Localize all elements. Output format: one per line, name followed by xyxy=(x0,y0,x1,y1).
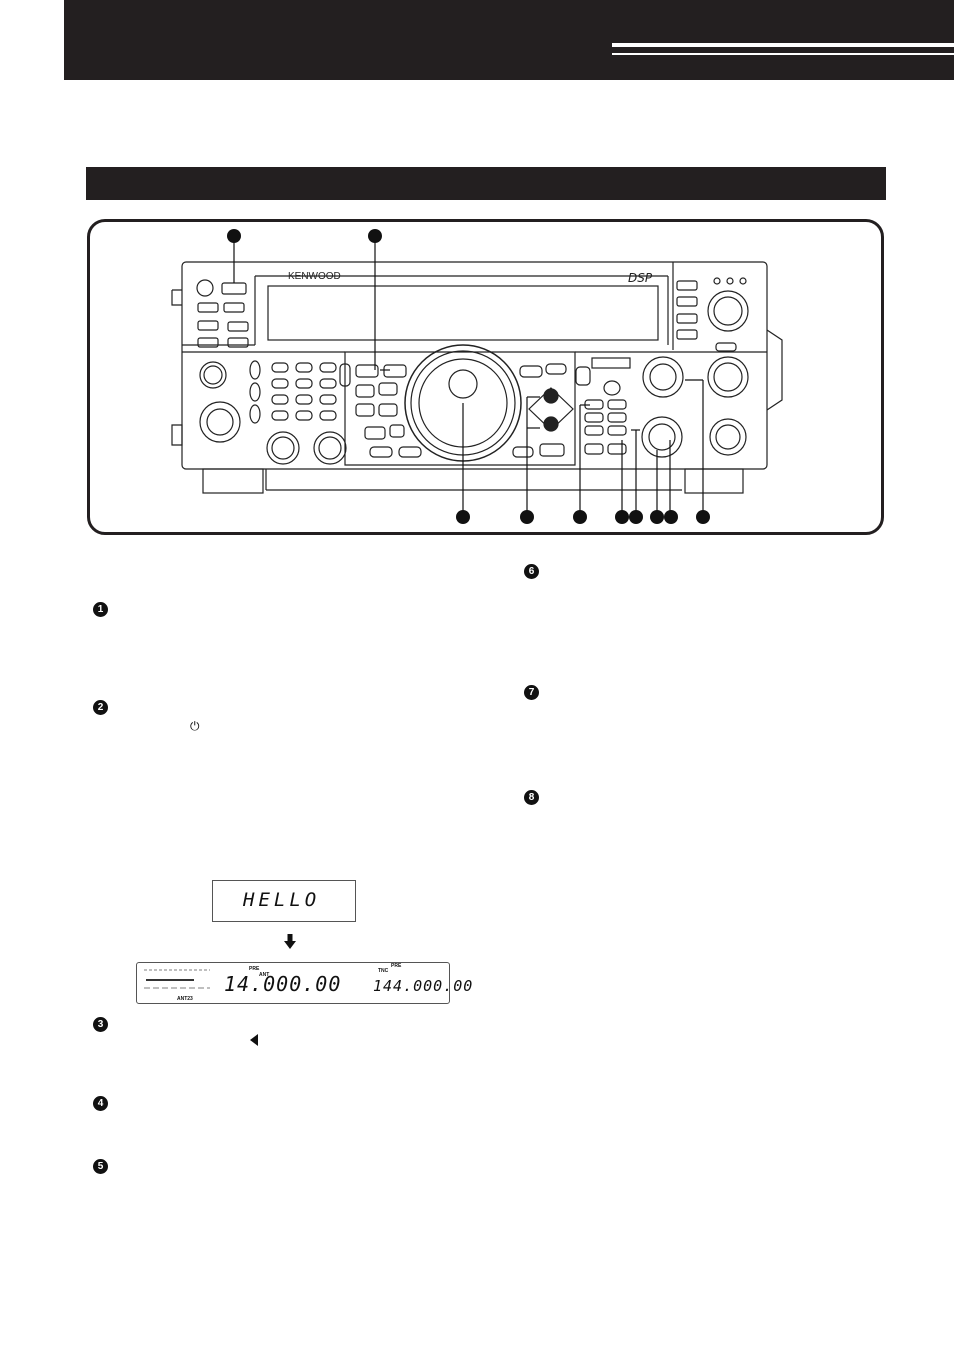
callout-6 xyxy=(615,510,629,524)
section-title-bar xyxy=(86,167,886,200)
page-header-bar xyxy=(64,0,954,80)
callout-1 xyxy=(227,229,241,243)
callout-5 xyxy=(573,510,587,524)
callout-8 xyxy=(650,510,664,524)
header-rule-thin xyxy=(612,53,954,55)
left-handle-bottom xyxy=(171,424,183,446)
lcd-hello-display: HELLO xyxy=(212,880,356,922)
mic-pwr-knob xyxy=(707,356,749,398)
bullet-5: 5 xyxy=(93,1159,108,1174)
power-icon: ⏻ xyxy=(190,719,200,733)
lcd-hello-text: HELLO xyxy=(243,889,321,911)
callout-3 xyxy=(456,510,470,524)
bullet-7: 7 xyxy=(524,685,539,700)
callout-10 xyxy=(696,510,710,524)
key-jack xyxy=(199,361,227,389)
callout-9 xyxy=(664,510,678,524)
down-arrow-icon xyxy=(284,934,296,949)
bullet-6: 6 xyxy=(524,564,539,579)
bullet-1: 1 xyxy=(93,602,108,617)
left-triangle-icon xyxy=(250,1034,258,1046)
dsp-label: DSP xyxy=(628,271,653,285)
bullet-8: 8 xyxy=(524,790,539,805)
af-rf-knob xyxy=(266,431,300,465)
power-switch xyxy=(221,282,247,295)
left-handle-top xyxy=(171,289,182,306)
delay-knob xyxy=(709,418,747,456)
sql-knob xyxy=(313,431,347,465)
left-foot xyxy=(202,468,264,494)
radio-front-panel-illustration: KENWOOD DSP xyxy=(171,240,783,513)
bullet-3: 3 xyxy=(93,1017,108,1032)
right-handle xyxy=(766,329,783,411)
multi-knob xyxy=(641,416,683,458)
bullet-2: 2 xyxy=(93,700,108,715)
s-meter-scale xyxy=(144,969,210,989)
lcd-main-display xyxy=(136,962,450,1004)
sub-frequency: 144.000.00 xyxy=(373,977,474,995)
sub-band-knob xyxy=(707,290,749,332)
label-ant-main: ANT xyxy=(259,972,270,978)
callout-7 xyxy=(629,510,643,524)
callout-2 xyxy=(368,229,382,243)
radio-chassis xyxy=(181,261,768,470)
label-pre-main: PRE xyxy=(249,966,260,972)
header-rule-thick xyxy=(612,43,954,47)
label-tnc: TNC xyxy=(378,968,389,974)
label-ant: ANT23 xyxy=(177,996,193,1002)
front-panel-frame xyxy=(87,219,884,535)
rit-xit-knob xyxy=(642,356,684,398)
keypad xyxy=(271,362,337,421)
mic-connector xyxy=(199,401,241,443)
label-pre-sub: PRE xyxy=(391,963,402,969)
bullet-4: 4 xyxy=(93,1096,108,1111)
main-frequency: 14.000.00 xyxy=(224,972,342,996)
main-display-window xyxy=(267,285,659,341)
phones-jack xyxy=(196,279,214,297)
right-foot xyxy=(684,468,744,494)
callout-4 xyxy=(520,510,534,524)
brand-label: KENWOOD xyxy=(288,271,341,282)
